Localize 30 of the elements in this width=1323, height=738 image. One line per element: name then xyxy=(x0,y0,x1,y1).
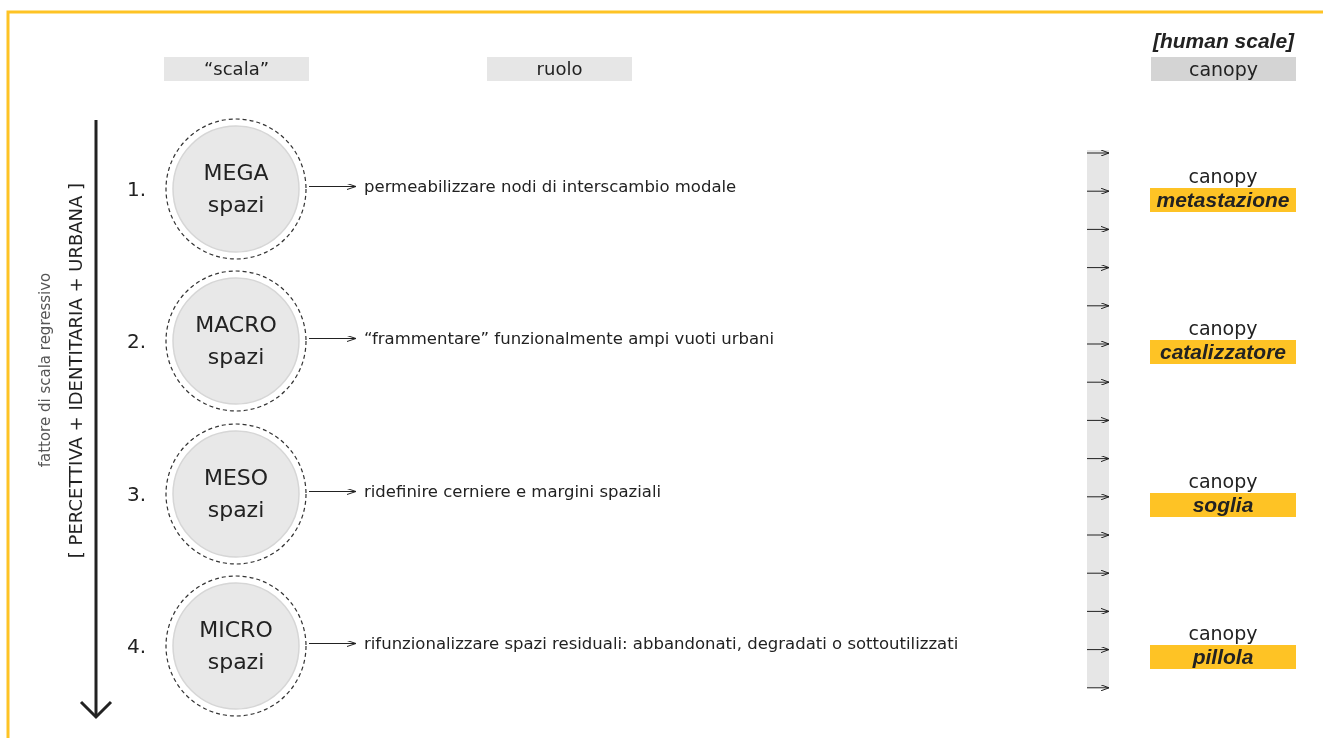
role-text: ridefinire cerniere e margini spaziali xyxy=(364,482,662,501)
canopy-label: canopy xyxy=(1187,469,1259,493)
scale-circle: MICRO spazi xyxy=(165,575,307,717)
scale-circle: MESO spazi xyxy=(165,423,307,565)
row-number: 3. xyxy=(127,482,147,506)
row-number: 4. xyxy=(127,634,147,658)
scale-circle: MACRO spazi xyxy=(165,270,307,412)
canopy-label: canopy xyxy=(1187,316,1259,340)
scale-circle: MEGA spazi xyxy=(165,118,307,260)
column-header: canopy xyxy=(1151,57,1296,81)
canopy-type: pillola xyxy=(1150,645,1296,669)
arrow xyxy=(308,488,357,495)
canopy-type: metastazione xyxy=(1150,188,1296,212)
role-text: “frammentare” funzionalmente ampi vuoti urbani xyxy=(364,329,775,348)
header-note: [human scale] xyxy=(1151,29,1296,53)
arrow xyxy=(308,640,357,647)
axis-label: [ PERCETTIVA + IDENTITARIA + URBANA ] xyxy=(64,182,86,558)
role-text: permeabilizzare nodi di interscambio modale xyxy=(364,177,737,196)
arrow xyxy=(308,335,357,342)
column-header: “scala” xyxy=(164,57,309,81)
canopy-label: canopy xyxy=(1187,164,1259,188)
canopy-type: soglia xyxy=(1150,493,1296,517)
column-header: ruolo xyxy=(487,57,632,81)
canopy-label: canopy xyxy=(1187,621,1259,645)
row-number: 1. xyxy=(127,177,147,201)
axis-label: fattore di scala regressivo xyxy=(35,272,54,468)
row-number: 2. xyxy=(127,329,147,353)
arrow xyxy=(308,183,357,190)
canopy-type: catalizzatore xyxy=(1150,340,1296,364)
role-text: rifunzionalizzare spazi residuali: abbandonati, degradati o sottoutilizzati xyxy=(364,634,959,653)
